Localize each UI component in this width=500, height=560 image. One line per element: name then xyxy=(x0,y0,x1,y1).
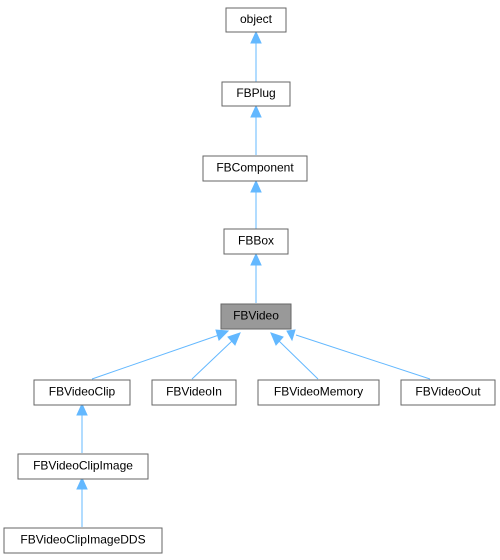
node-fbvideoclipimagedds[interactable]: FBVideoClipImageDDS xyxy=(3,527,163,554)
arrowhead-fbcomponent xyxy=(250,179,262,193)
node-fbvideoin[interactable]: FBVideoIn xyxy=(151,379,237,406)
node-label: FBVideoOut xyxy=(415,385,481,399)
edge-fbvideomemory-fbvideo xyxy=(278,340,319,380)
arrowhead-fbvideo-2 xyxy=(227,332,241,346)
edge-fbvideoin-fbvideo xyxy=(191,340,233,380)
node-label: FBVideo xyxy=(233,309,279,323)
node-label: FBVideoClipImageDDS xyxy=(20,533,145,547)
arrowhead-fbvideo-4 xyxy=(286,329,296,342)
node-fbvideomemory[interactable]: FBVideoMemory xyxy=(257,379,380,406)
arrowhead-object xyxy=(250,30,262,44)
node-label: FBPlug xyxy=(236,86,275,100)
arrowhead-fbvideoclipimage xyxy=(76,476,88,490)
node-label: FBBox xyxy=(238,234,274,248)
arrowhead-fbvideoclip xyxy=(76,402,88,416)
node-label: object xyxy=(240,12,273,26)
edges xyxy=(76,30,431,527)
node-fbvideo-current: FBVideo xyxy=(220,303,292,330)
node-label: FBComponent xyxy=(216,161,294,175)
node-fbvideoclip[interactable]: FBVideoClip xyxy=(33,379,131,406)
node-fbcomponent[interactable]: FBComponent xyxy=(202,155,308,182)
arrowhead-fbbox xyxy=(250,252,262,266)
arrowhead-fbvideo-1 xyxy=(215,329,230,341)
node-fbvideoout[interactable]: FBVideoOut xyxy=(400,379,496,406)
node-label: FBVideoIn xyxy=(166,385,222,399)
node-object[interactable]: object xyxy=(225,7,287,33)
edge-fbvideoout-fbvideo xyxy=(295,334,431,380)
node-label: FBVideoMemory xyxy=(274,385,363,399)
arrowhead-fbvideo-3 xyxy=(270,332,284,346)
node-fbvideoclipimage[interactable]: FBVideoClipImage xyxy=(17,453,149,480)
arrowhead-fbplug xyxy=(250,104,262,118)
node-label: FBVideoClipImage xyxy=(33,459,133,473)
node-label: FBVideoClip xyxy=(49,385,116,399)
node-fbplug[interactable]: FBPlug xyxy=(221,81,291,107)
node-fbbox[interactable]: FBBox xyxy=(223,228,289,255)
edge-fbvideoclip-fbvideo xyxy=(91,334,220,380)
